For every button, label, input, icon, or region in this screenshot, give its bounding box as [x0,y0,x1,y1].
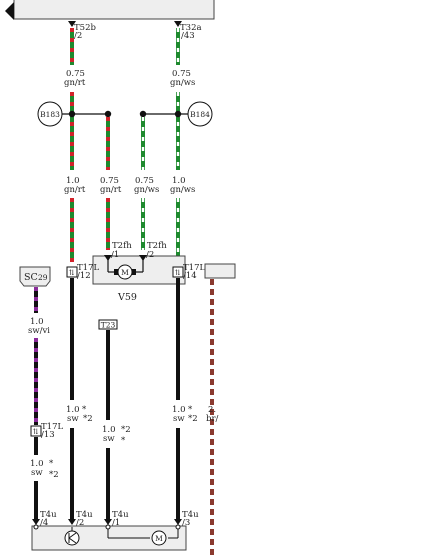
w3-color: gn/ws [134,185,159,195]
right-cut-color: br/ [206,414,219,424]
right-cut-component [204,263,236,279]
t4u-b-pin: /2 [76,518,84,528]
junction-dot [104,110,112,118]
lw-a-color: sw [67,414,79,424]
lw-a-star: * [82,405,87,415]
sc-wire-color: sw/vi [28,326,50,336]
connector-pin-glyph: ⇅ [69,268,75,277]
conn-top-right-label: T32a [180,23,202,33]
t17l-b-label: T17L [183,263,205,273]
lw-c-size: 1.0 [102,425,116,435]
w1-size: 1.0 [66,176,80,186]
connector-arrow-icon [139,255,147,261]
t2fh-b-pin: /2 [146,250,154,260]
lw-d-size: 1.0 [172,405,186,415]
conn-top-left-pin: /2 [74,31,82,41]
connector-arrow-icon [174,21,182,27]
junction-dot [68,110,76,118]
connector-box-t17l-12 [66,266,78,278]
junction-dot [139,110,147,118]
connector-arrow-icon [32,519,40,525]
connector-pin-glyph: ⇅ [33,427,39,436]
t4u-c-pin: /1 [112,518,120,528]
connector-arrow-icon [104,519,112,525]
lw-b-color: sw [31,468,43,478]
t17l-c-pin: /13 [41,430,55,440]
t2fh-a-pin: /1 [111,250,119,260]
lw-b-size: 1.0 [30,459,44,469]
t17l-b-pin: /14 [183,271,197,281]
wire-top-right-color: gn/ws [170,78,195,88]
w1-color: gn/rt [64,185,86,195]
t2fh-a-label: T2fh [112,241,132,251]
fuse-sc-label: SC [24,272,38,283]
conn-top-left-label: T52b [74,23,96,33]
connector-arrow-icon [104,255,112,261]
wire-end-ring [105,524,111,530]
motor-v59-label: V59 [117,292,137,303]
right-cut-size: 2. [208,405,216,415]
conn-top-right-pin: /43 [181,31,195,41]
connector-arrow-icon [68,21,76,27]
lw-b-star: * [49,459,54,469]
fuse-sc-number: 29 [38,273,48,282]
top-component-panel [13,0,215,20]
lw-c-star2: *2 [121,425,131,435]
motor-v59-box[interactable] [92,255,186,285]
t17l-a-label: T17L [77,263,99,273]
t4u-c-label: T4u [112,510,129,520]
t4u-b-label: T4u [76,510,93,520]
connector-arrow-icon [174,519,182,525]
connector-t23[interactable] [98,319,118,330]
wire-end-ring [33,524,39,530]
t4u-a-label: T4u [40,510,57,520]
t4u-d-label: T4u [182,510,199,520]
motor-m-label: M [121,268,129,277]
w4-size: 1.0 [172,176,186,186]
t4u-d-pin: /3 [182,518,190,528]
connector-pin-glyph: ⇅ [175,268,181,277]
motor-terminal [132,269,136,275]
bottom-motor-icon [151,530,167,546]
lw-a-size: 1.0 [66,405,80,415]
connector-arrow-icon [68,519,76,525]
lw-c-color: sw [103,434,115,444]
t17l-c-label: T17L [41,422,63,432]
node-b184[interactable] [187,101,213,127]
lw-a-star2: *2 [83,414,93,424]
w3-size: 0.75 [135,176,154,186]
wire-top-right-size: 0.75 [172,69,191,79]
w2-size: 0.75 [100,176,119,186]
fuse-sc29[interactable] [19,266,51,287]
t2fh-b-label: T2fh [147,241,167,251]
transistor-icon [64,530,80,546]
motor-icon [117,264,133,280]
w4-color: gn/ws [170,185,195,195]
lw-d-color: sw [173,414,185,424]
wire-top-left-color: gn/rt [64,78,86,88]
bottom-motor-m-label: M [155,534,163,543]
lw-c-star: * [121,436,126,446]
node-b183[interactable] [37,101,63,127]
connector-box-t17l-13 [30,425,42,437]
wire-end-ring [175,524,181,530]
page-back-arrow-icon[interactable] [5,2,14,20]
motor-terminal [114,269,118,275]
wire-top-left-size: 0.75 [66,69,85,79]
node-b183-label: B183 [40,110,60,119]
w2-color: gn/rt [100,185,122,195]
t4u-a-pin: /4 [40,518,48,528]
lw-b-star2: *2 [49,470,59,480]
lw-d-star: * [188,405,193,415]
lw-d-star2: *2 [188,414,198,424]
t17l-a-pin: /12 [77,271,91,281]
sc-wire-size: 1.0 [30,317,44,327]
node-b184-label: B184 [190,110,210,119]
connector-box-t17l-14 [172,266,184,278]
connector-t23-label: T23 [101,321,116,330]
junction-dot [174,110,182,118]
